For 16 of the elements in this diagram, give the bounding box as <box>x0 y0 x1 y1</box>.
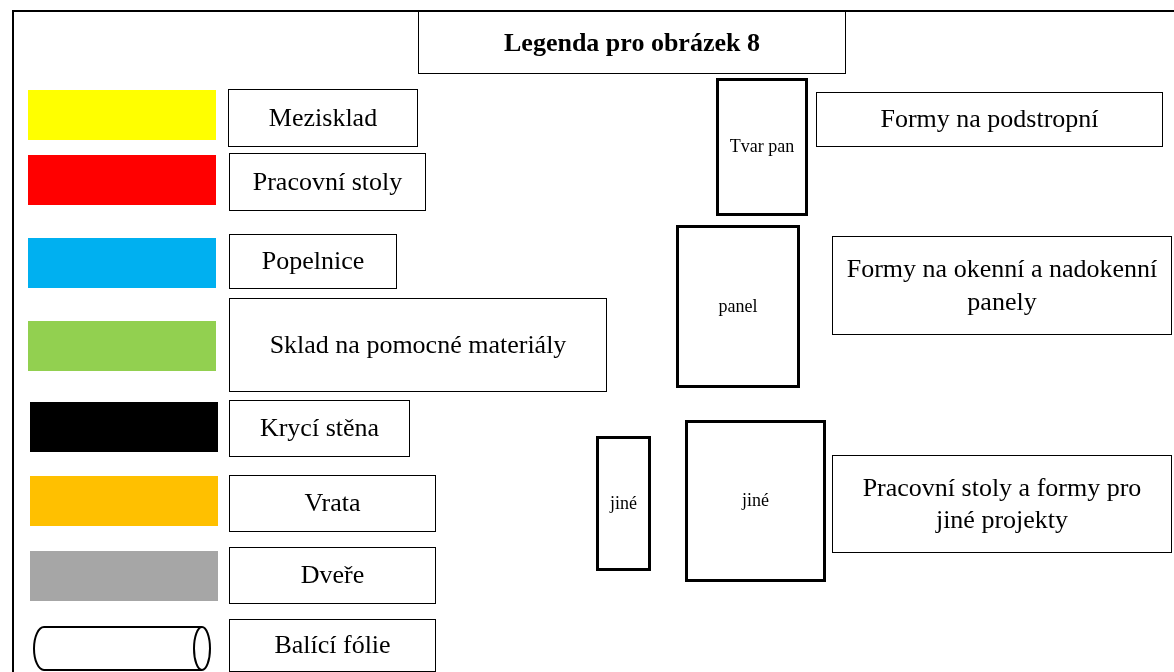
sample-shape: jiné <box>685 420 826 582</box>
legend-label: Balící fólie <box>229 619 436 672</box>
description-box: Formy na podstropní <box>816 92 1163 147</box>
legend-label: Sklad na pomocné materiály <box>229 298 607 392</box>
legend-label: Pracovní stoly <box>229 153 426 211</box>
title: Legenda pro obrázek 8 <box>418 10 846 74</box>
legend-label: Vrata <box>229 475 436 532</box>
legend-label: Mezisklad <box>228 89 418 147</box>
legend-label: Dveře <box>229 547 436 604</box>
description-box: Pracovní stoly a formy pro jiné projekty <box>832 455 1172 553</box>
legend-label: Krycí stěna <box>229 400 410 457</box>
legend-label: Popelnice <box>229 234 397 289</box>
sample-shape: Tvar pan <box>716 78 808 216</box>
sample-shape: jiné <box>596 436 651 571</box>
sample-shape: panel <box>676 225 800 388</box>
description-box: Formy na okenní a nadokenní panely <box>832 236 1172 335</box>
